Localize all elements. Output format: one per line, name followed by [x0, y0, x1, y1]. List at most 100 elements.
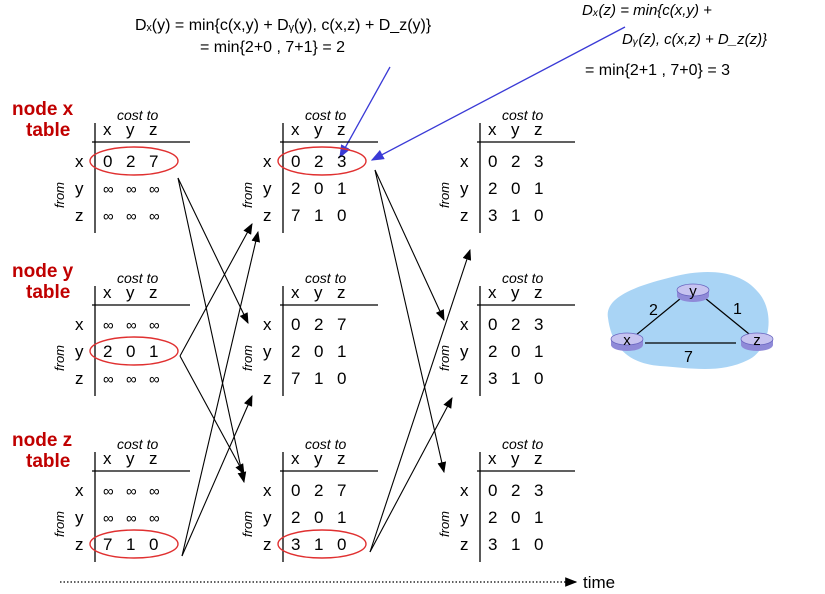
row-label-z: z [263, 535, 272, 554]
col-header-x: x [291, 449, 300, 468]
cell-y-z: 1 [337, 179, 346, 198]
cell-y-x: 2 [291, 179, 300, 198]
cell-x-y: 2 [511, 481, 520, 500]
col-header-z: z [337, 449, 346, 468]
cell-y-z: 1 [534, 342, 543, 361]
highlight-ellipse [89, 336, 179, 366]
col-header-x: x [488, 449, 497, 468]
cell-x-z: 7 [149, 152, 158, 171]
row-label-z: z [75, 369, 84, 388]
row-label-y: y [460, 342, 469, 361]
cell-x-x: 0 [291, 152, 300, 171]
row-label-y: y [75, 508, 84, 527]
row-label-y: y [75, 342, 84, 361]
row-label-z: z [460, 206, 469, 225]
col-header-z: z [337, 120, 346, 139]
cell-z-x: 7 [103, 535, 112, 554]
cell-y-x: 2 [488, 508, 497, 527]
cost-to-label: cost to [502, 436, 543, 452]
cell-y-y: 0 [511, 342, 520, 361]
row-label-x: x [263, 152, 272, 171]
cell-x-x: 0 [291, 481, 300, 500]
cell-x-x: 0 [488, 315, 497, 334]
node-z-table-word: table [26, 451, 70, 472]
from-label: from [52, 511, 67, 537]
row-label-x: x [75, 481, 84, 500]
cell-x-x: 0 [291, 315, 300, 334]
cell-z-y: ∞ [126, 208, 137, 225]
cost-to-label: cost to [305, 107, 346, 123]
annotation-arrow-2 [370, 26, 626, 161]
cell-y-z: 1 [149, 342, 158, 361]
cell-z-z: 0 [337, 369, 346, 388]
row-label-x: x [460, 152, 469, 171]
col-header-z: z [149, 120, 158, 139]
from-label: from [240, 182, 255, 208]
node-x-label: node x [12, 99, 74, 120]
router-x-label: x [623, 332, 631, 349]
row-label-z: z [75, 535, 84, 554]
cell-x-z: 3 [534, 152, 543, 171]
cell-y-y: 0 [511, 179, 520, 198]
from-label: from [52, 182, 67, 208]
cell-x-x: 0 [488, 152, 497, 171]
node-z-label: node z [12, 430, 72, 451]
edge-x-z-cost: 7 [684, 349, 693, 366]
cell-y-y: 0 [314, 342, 323, 361]
col-header-y: y [126, 449, 135, 468]
col-header-x: x [103, 283, 112, 302]
cell-x-y: ∞ [126, 483, 137, 500]
col-header-x: x [103, 120, 112, 139]
cell-z-y: 1 [314, 535, 323, 554]
equation-2-line-1: Dₓ(z) = min{c(x,y) + [582, 2, 712, 19]
cell-y-z: 1 [534, 508, 543, 527]
equation-2-line-3: = min{2+1 , 7+0} = 3 [585, 62, 730, 79]
node-y-label: node y [12, 261, 74, 282]
row-label-x: x [75, 152, 84, 171]
col-header-z: z [337, 283, 346, 302]
row-label-y: y [263, 342, 272, 361]
cell-z-x: ∞ [103, 208, 114, 225]
cell-y-y: 0 [511, 508, 520, 527]
row-label-y: y [460, 179, 469, 198]
row-label-z: z [75, 206, 84, 225]
cell-y-z: 1 [337, 508, 346, 527]
highlight-ellipse [277, 529, 367, 559]
cell-x-y: ∞ [126, 317, 137, 334]
cell-y-x: ∞ [103, 181, 114, 198]
cell-x-y: 2 [314, 315, 323, 334]
cell-x-z: 3 [337, 152, 346, 171]
cost-to-label: cost to [502, 270, 543, 286]
from-label: from [437, 511, 452, 537]
row-label-x: x [460, 481, 469, 500]
edge-y-z [699, 293, 755, 339]
cell-z-x: ∞ [103, 371, 114, 388]
cell-y-z: ∞ [149, 510, 160, 527]
col-header-y: y [126, 283, 135, 302]
from-label: from [437, 345, 452, 371]
cell-z-y: ∞ [126, 371, 137, 388]
cell-z-y: 1 [126, 535, 135, 554]
cell-x-y: 2 [511, 315, 520, 334]
row-label-z: z [460, 369, 469, 388]
cell-x-y: 2 [314, 481, 323, 500]
col-header-y: y [511, 120, 520, 139]
from-label: from [240, 511, 255, 537]
row-label-x: x [263, 481, 272, 500]
col-header-y: y [314, 449, 323, 468]
cell-y-x: ∞ [103, 510, 114, 527]
from-label: from [52, 345, 67, 371]
equation-2-line-2: Dᵧ(z), c(x,z) + D_z(z)} [622, 31, 767, 48]
col-header-z: z [534, 120, 543, 139]
cell-z-x: 3 [291, 535, 300, 554]
cell-x-y: 2 [511, 152, 520, 171]
from-label: from [240, 345, 255, 371]
